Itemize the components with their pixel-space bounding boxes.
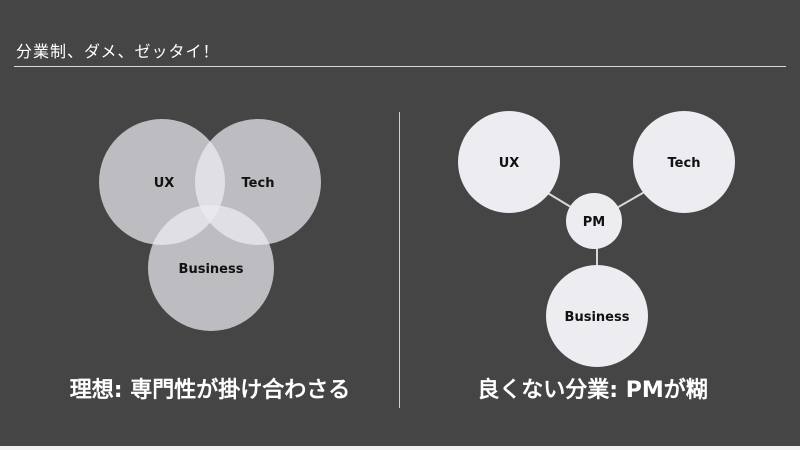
venn-label-ux: UX	[154, 176, 175, 191]
hub-circle-tech	[633, 111, 735, 213]
hub-label-tech: Tech	[668, 156, 701, 171]
hub-label-pm: PM	[583, 215, 605, 230]
hub-circle-ux	[458, 111, 560, 213]
hub-circle-pm	[566, 193, 622, 249]
ideal-venn-diagram: UX Tech Business	[99, 119, 321, 331]
center-divider	[399, 112, 400, 408]
hub-circle-business	[546, 265, 648, 367]
bad-division-caption: 良くない分業: PMが糊	[477, 378, 708, 403]
venn-label-tech: Tech	[242, 176, 275, 191]
venn-label-business: Business	[179, 262, 244, 277]
ideal-caption: 理想: 専門性が掛け合わさる	[69, 378, 351, 403]
title-divider	[14, 66, 786, 67]
bad-hub-diagram: UX Tech PM Business	[458, 111, 735, 367]
slide-title: 分業制、ダメ、ゼッタイ！	[16, 42, 220, 61]
venn-circle-business	[148, 205, 274, 331]
hub-label-business: Business	[565, 310, 630, 325]
hub-label-ux: UX	[499, 156, 520, 171]
